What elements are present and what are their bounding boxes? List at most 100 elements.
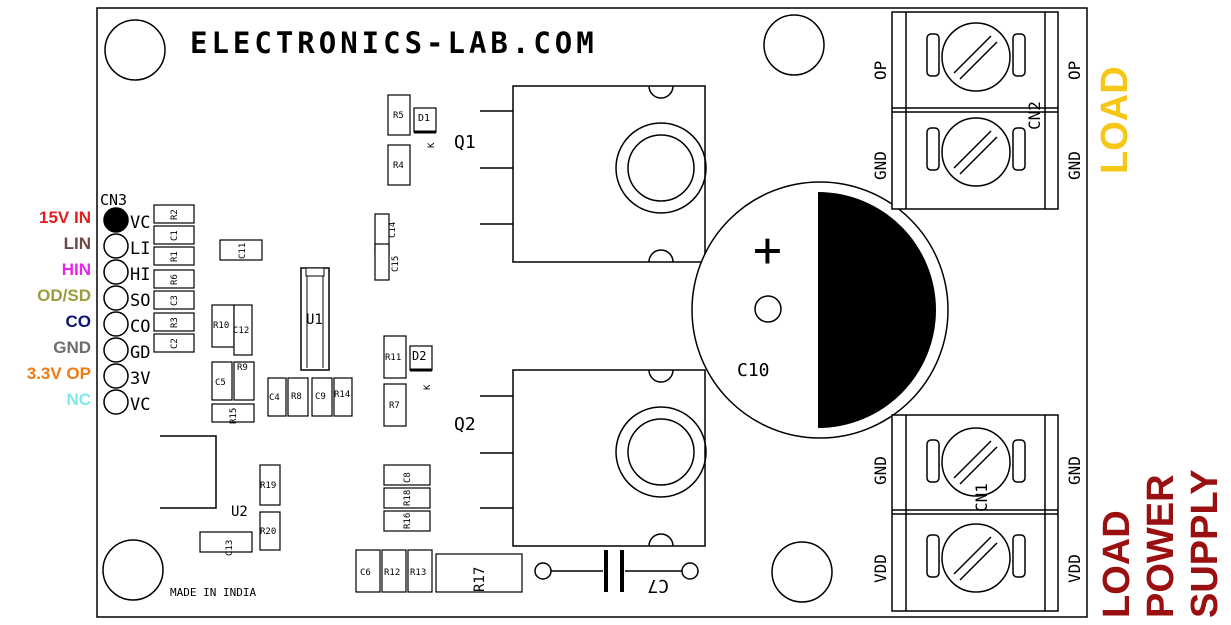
cn3-silk-3: HI	[130, 265, 150, 285]
load-power-supply-line-1: LOAD	[1096, 510, 1138, 618]
c12-body	[233, 304, 253, 356]
q1-transistor	[480, 85, 707, 263]
r2-label: R2	[170, 209, 180, 220]
r15-body	[211, 403, 255, 423]
r13-body	[407, 549, 433, 593]
c9-body	[311, 377, 333, 417]
c13-label: C13	[225, 540, 235, 556]
cn3-silk-8: VC	[130, 395, 150, 415]
r15-label: R15	[229, 408, 239, 424]
c13-body	[199, 531, 253, 553]
cn3-silk-6: GD	[130, 343, 150, 363]
mounting-hole-bottom-left	[102, 539, 164, 601]
q2-transistor	[480, 369, 707, 547]
cn3-silk-4: SO	[130, 291, 150, 311]
cn1-pin-vdd-left: VDD	[871, 554, 890, 583]
r4-label: R4	[393, 161, 404, 171]
r1-label: R1	[170, 251, 180, 262]
r6-body	[153, 269, 195, 289]
r16-label: R16	[403, 513, 413, 529]
pin-label-co: CO	[65, 312, 92, 331]
c15-body	[374, 243, 390, 281]
c3-body	[153, 290, 195, 310]
cn1-pin-gnd-left: GND	[871, 456, 890, 485]
cn3-silk-5: CO	[130, 317, 150, 337]
c11-body	[219, 239, 263, 261]
cn3-ref: CN3	[100, 191, 127, 209]
r8-body	[287, 377, 309, 417]
r14-body	[333, 377, 353, 417]
r5-label: R5	[393, 111, 404, 121]
r11-body	[383, 335, 407, 379]
r3-body	[153, 312, 195, 332]
cn3-silk-1: VC	[130, 213, 150, 233]
c2-label: C2	[170, 338, 180, 349]
made-in-text: MADE IN INDIA	[170, 586, 256, 599]
r19-body	[259, 464, 281, 506]
c2-body	[153, 333, 195, 353]
cn1-pin-gnd-right: GND	[1065, 456, 1084, 485]
cn2-pin-gnd-left: GND	[871, 151, 890, 180]
c3-label: C3	[170, 295, 180, 306]
r4-body	[387, 144, 411, 186]
q2-label: Q2	[454, 414, 476, 435]
r7-label: R7	[389, 401, 400, 411]
r18-label: R18	[403, 490, 413, 506]
u1-body	[300, 267, 330, 371]
c6-label: C6	[360, 568, 371, 578]
cn3-pin-8	[103, 389, 129, 415]
r10-label: R10	[213, 321, 229, 331]
d2-label: D2	[412, 349, 426, 363]
c10-polarity: +	[753, 222, 782, 278]
pin-label-gnd: GND	[53, 338, 91, 357]
r16-body	[383, 510, 431, 532]
r19-label: R19	[260, 481, 276, 491]
pin-label-hin: HIN	[61, 260, 91, 279]
cn3-pin-2	[103, 233, 129, 259]
c8-label: C8	[403, 472, 413, 483]
c1-label: C1	[170, 230, 180, 241]
cn3-pin-7	[103, 363, 129, 389]
pin-label-nc: NC	[66, 390, 91, 409]
c11-label: C11	[238, 243, 248, 259]
r12-label: R12	[384, 568, 400, 578]
r17-body	[435, 553, 523, 593]
pin-label-15v-in: 15V IN	[39, 208, 91, 227]
c8-body	[383, 464, 431, 486]
load-label: LOAD	[1094, 66, 1136, 174]
c9-label: C9	[315, 392, 326, 402]
r12-body	[381, 549, 407, 593]
cn3-silk-2: LI	[130, 239, 150, 259]
r2-body	[153, 204, 195, 224]
u2-outline	[160, 435, 217, 509]
r6-label: R6	[170, 274, 180, 285]
r3-label: R3	[170, 317, 180, 328]
load-power-supply-line-3: SUPPLY	[1184, 469, 1226, 618]
cn3-pin-5	[103, 311, 129, 337]
r20-body	[259, 511, 281, 551]
c4-body	[267, 377, 287, 417]
c7-label: C7	[647, 575, 669, 596]
c12-label: C12	[233, 326, 249, 336]
c6-body	[355, 549, 381, 593]
r18-body	[383, 487, 431, 509]
d1-k: K	[427, 142, 437, 148]
r17-label: R17	[472, 567, 488, 592]
cn3-pin-4	[103, 285, 129, 311]
cn1-ref: CN1	[972, 483, 991, 512]
r7-body	[383, 383, 407, 427]
d1-label: D1	[418, 113, 430, 124]
mounting-hole-bottom-right	[771, 541, 833, 603]
cn3-silk-7: 3V	[130, 369, 150, 389]
c5-label: C5	[215, 378, 226, 388]
q1-label: Q1	[454, 132, 476, 153]
pin-label-od-sd: OD/SD	[37, 286, 91, 305]
u1-notch	[305, 267, 325, 277]
cn1-pin-vdd-right: VDD	[1065, 554, 1084, 583]
c10-negative-band	[818, 192, 936, 428]
r8-label: R8	[291, 392, 302, 402]
cn3-pin-1	[103, 207, 129, 233]
mounting-hole-top-right	[763, 14, 825, 76]
c10-pad	[754, 295, 782, 323]
r5-body	[387, 94, 411, 136]
